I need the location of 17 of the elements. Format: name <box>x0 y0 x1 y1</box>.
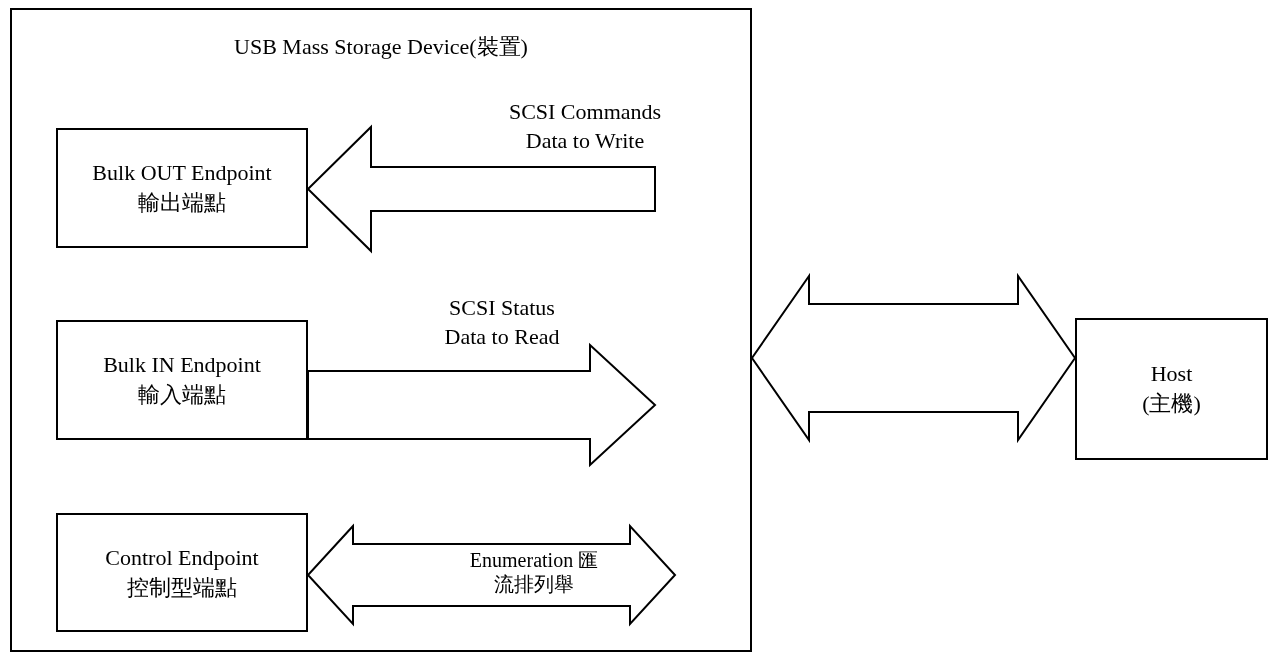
block-arrow <box>750 272 1077 444</box>
node-title: Bulk OUT Endpoint <box>92 159 272 188</box>
node-title: Bulk IN Endpoint <box>103 351 261 380</box>
node-subtitle: 輸出端點 <box>138 189 226 217</box>
device-frame <box>10 8 752 652</box>
endpoint-box <box>56 320 308 440</box>
endpoint-box <box>1075 318 1268 460</box>
block-arrow <box>307 342 657 468</box>
node-title: Control Endpoint <box>105 543 259 572</box>
endpoint-box <box>56 128 308 248</box>
node-subtitle: (主機) <box>1142 390 1201 418</box>
node-subtitle: 輸入端點 <box>138 381 226 409</box>
block-arrow <box>306 124 656 254</box>
node-title: Host <box>1150 360 1193 389</box>
node-title: USB Mass Storage Device(裝置) <box>234 33 528 61</box>
endpoint-box <box>56 513 308 632</box>
node-subtitle: 控制型端點 <box>127 573 237 602</box>
